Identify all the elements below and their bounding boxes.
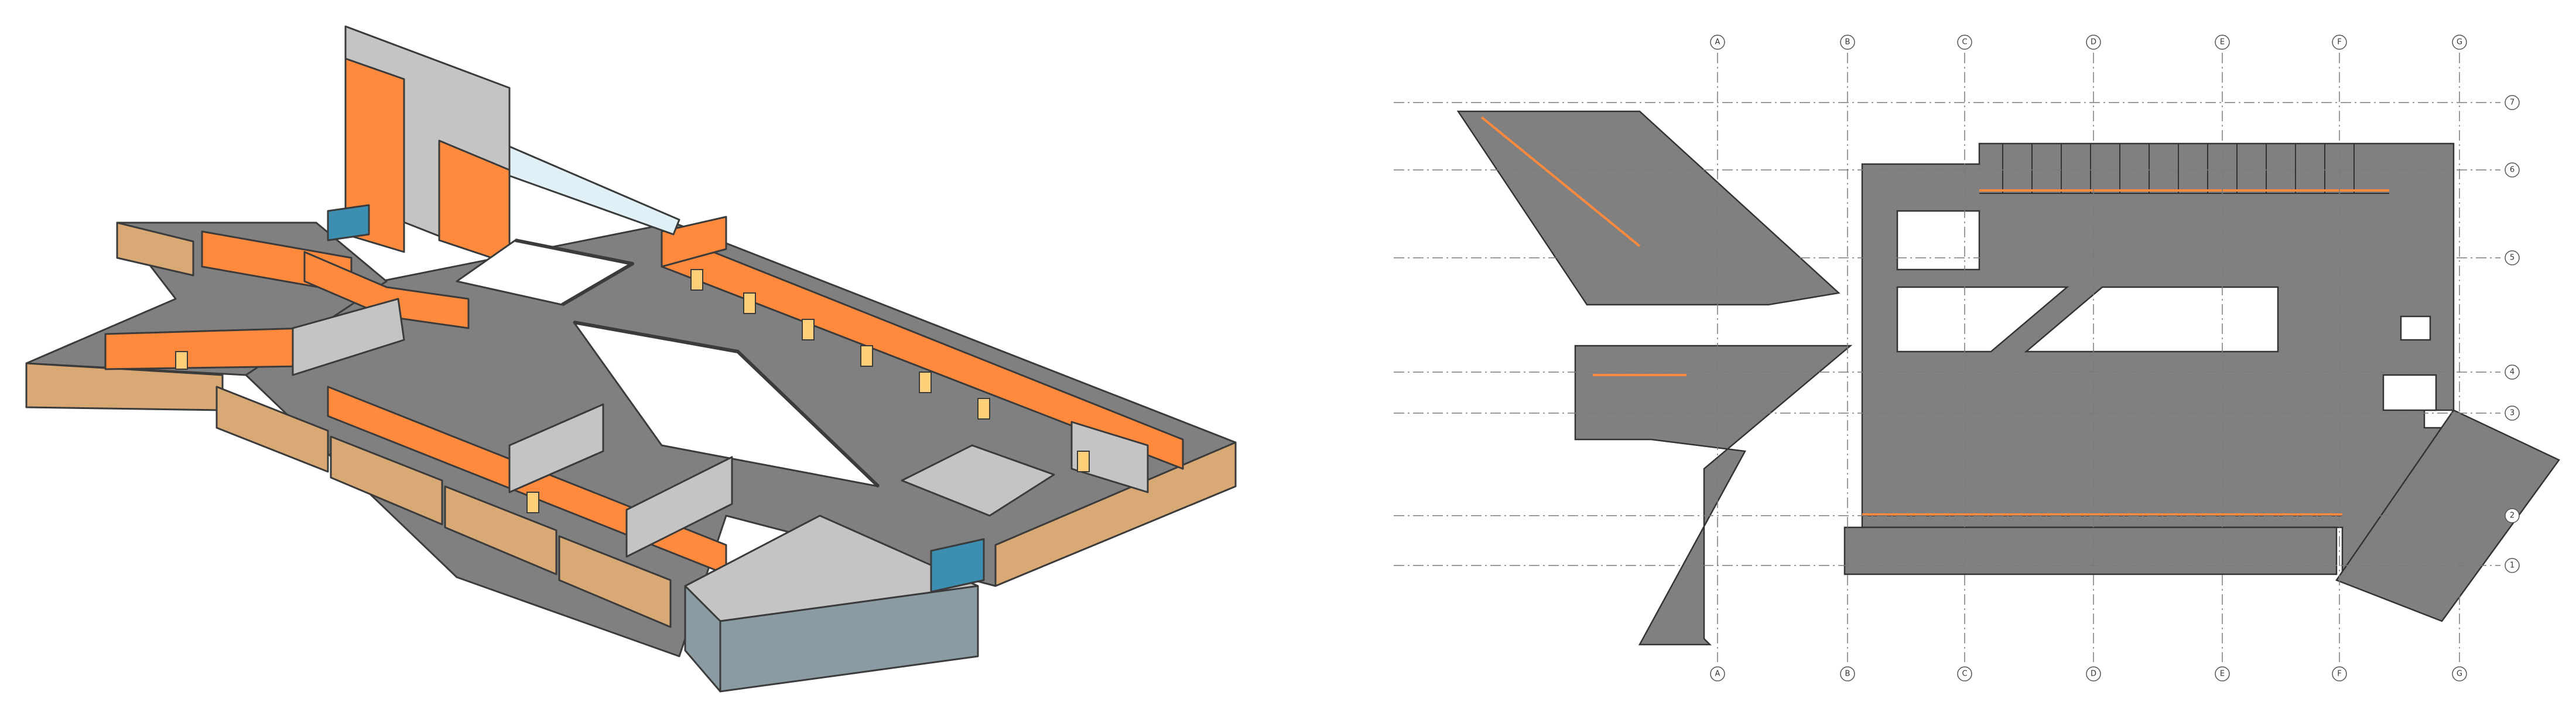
grid-bubble-2 [2505,508,2520,523]
stair-tower-glass [508,145,680,236]
plan-void-1 [1896,210,1980,271]
plan-wing-lower [1574,345,1853,646]
grid-bubble-d-top [2086,35,2101,50]
grid-bubble-e-bottom [2215,666,2230,681]
plan-void-2 [1896,286,2069,353]
entry-volume-front [719,585,979,693]
stair-glass-blue [327,204,370,241]
grid-bubble-d-bottom [2086,666,2101,681]
grid-label-e-bottom: E [2220,670,2225,679]
plan-wing-upper [1456,110,1841,306]
orange-wall-upper-wing-2 [303,251,470,329]
grid-label-5: 5 [2510,254,2515,263]
floor-plan-view: A B C D E F G A B C D E F G 7 6 5 [1394,35,2560,681]
wood-wall-south-1 [215,386,329,473]
wood-wall-south-4 [558,535,672,628]
grid-bubble-5 [2505,250,2520,265]
orange-wall-lower-wing [104,327,306,370]
grid-label-f-bottom: F [2337,670,2341,679]
orange-wall-north-cap [661,216,727,268]
wood-wall-upper-wing [116,222,194,277]
gray-partition-3 [625,456,733,558]
grid-bubble-1 [2505,558,2520,573]
plan-main-body [1861,142,2455,581]
gray-core-room-2 [1070,421,1149,493]
office-doors [175,269,1090,513]
wood-wall-east [994,441,1237,587]
grid-bubble-a-bottom [1710,666,1725,681]
grid-label-1: 1 [2510,561,2515,570]
grid-label-c-top: C [1962,38,1967,47]
plan-south-rooms [1843,526,2338,575]
atrium-railing-2 [573,321,880,488]
wood-wall-south-2 [330,435,443,526]
grid-bubble-b-top [1840,35,1855,50]
grid-bubble-e-top [2215,35,2230,50]
entry-glass-blue [930,538,985,593]
grid-label-4: 4 [2510,368,2515,377]
grid-bubble-3 [2505,405,2520,421]
grid-label-d-top: D [2091,38,2096,47]
stair-tower-orange [344,57,405,253]
grid-bubble-f-bottom [2332,666,2347,681]
grid-label-a-top: A [1715,38,1720,47]
gray-partition-1 [292,298,405,376]
grid-label-3: 3 [2510,409,2515,418]
grid-bubble-g-top [2452,35,2467,50]
grid-bubble-a-top [1710,35,1725,50]
grid-label-c-bottom: C [1962,670,1967,679]
grid-label-e-top: E [2220,38,2225,47]
grid-label-a-bottom: A [1715,670,1720,679]
grid-label-b-top: B [1845,38,1850,47]
grid-label-g-top: G [2457,38,2462,47]
grid-label-g-bottom: G [2457,670,2462,679]
grid-label-b-bottom: B [1845,670,1850,679]
wood-wall-south-3 [444,485,557,575]
grid-bubble-7 [2505,95,2520,110]
plan-orange-walls [1480,116,2389,516]
grid-label-2: 2 [2510,512,2515,520]
plan-void-5 [2382,374,2437,411]
plan-void-3 [2024,286,2279,353]
grid-bubble-c-bottom [1957,666,1972,681]
grid-bubble-6 [2505,162,2520,178]
axonometric-view [25,25,1237,693]
grid-lines [1394,53,2500,662]
grid-label-7: 7 [2510,98,2515,107]
grid-bubble-b-bottom [1840,666,1855,681]
grid-label-d-bottom: D [2091,670,2096,679]
grid-bubble-f-top [2332,35,2347,50]
grid-bubble-g-bottom [2452,666,2467,681]
grid-label-6: 6 [2510,166,2515,175]
grid-bubble-4 [2505,364,2520,380]
atrium-railing-1 [515,238,634,306]
grid-label-f-top: F [2337,38,2341,47]
gray-core-room [901,444,1055,517]
plan-void-4 [2400,315,2431,341]
grid-bubble-c-top [1957,35,1972,50]
gray-partition-2 [508,403,604,493]
